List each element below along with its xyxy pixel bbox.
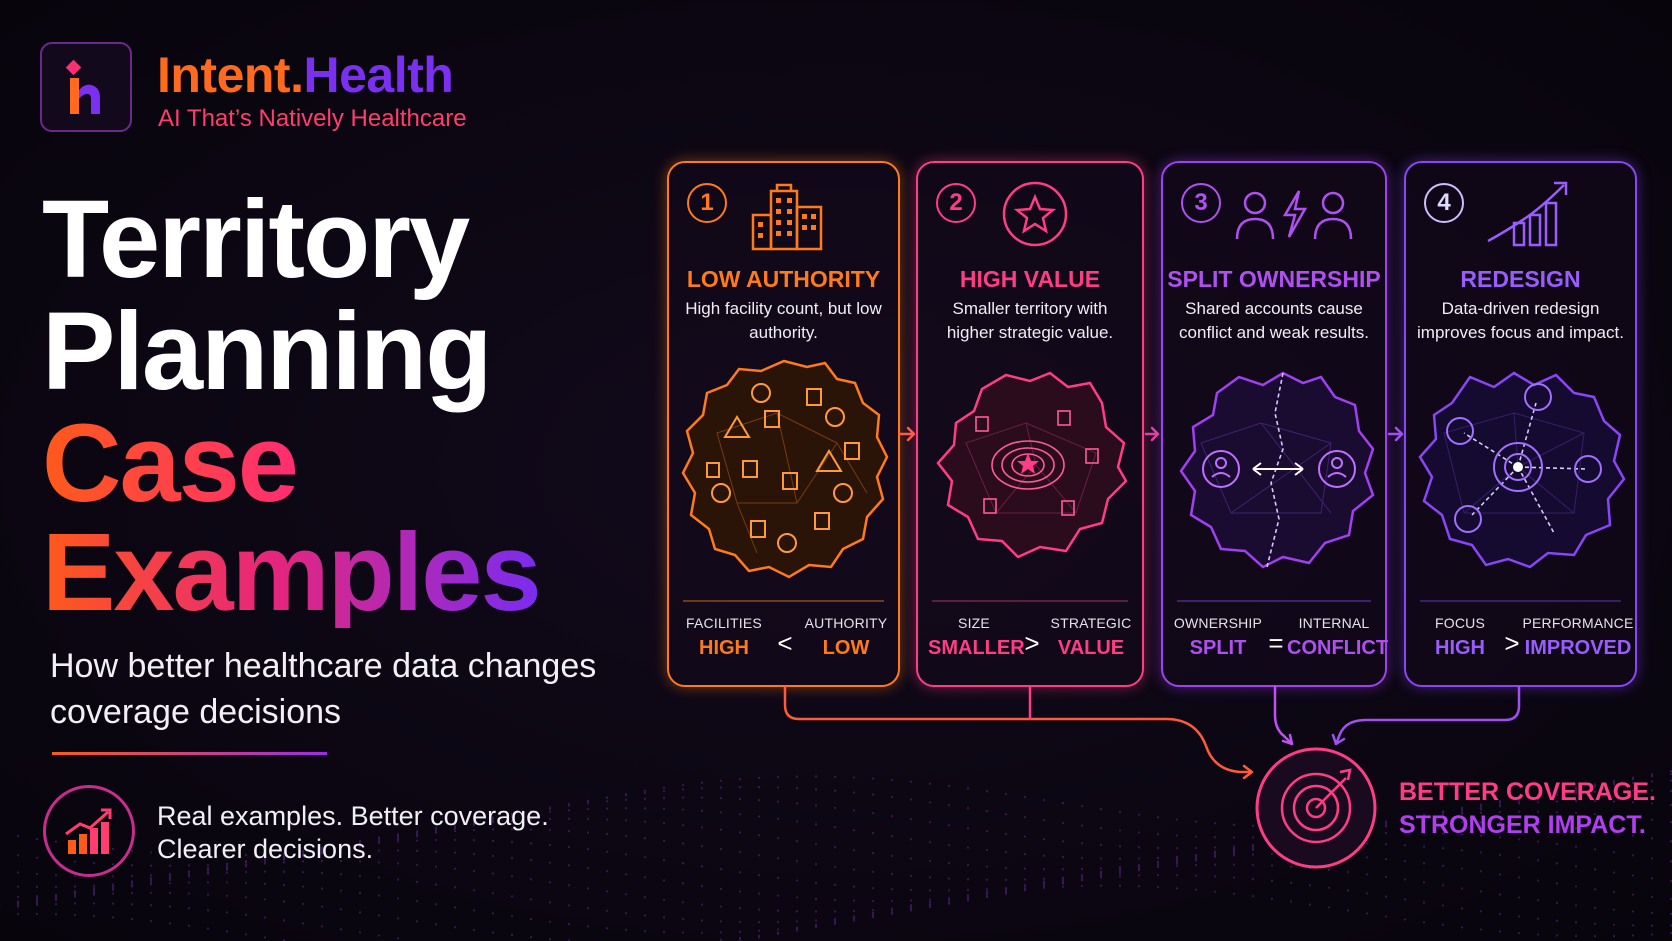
- territory-map: [1179, 371, 1375, 569]
- metric-operator: <: [777, 628, 793, 658]
- case-description: Smaller territory with higher strategic …: [946, 299, 1114, 342]
- logo-box[interactable]: [40, 42, 132, 132]
- card-separator: [683, 600, 884, 602]
- metric-left-value: SPLIT: [1189, 637, 1247, 659]
- case-title: LOW AUTHORITY: [686, 266, 881, 292]
- case-card-high-value[interactable]: 2 HIGH VALUE Smaller territory with high…: [916, 161, 1144, 687]
- metric-right-value: VALUE: [1057, 637, 1125, 659]
- metric-operator: =: [1268, 628, 1284, 658]
- brand-name-part2: Health: [303, 47, 454, 103]
- outcome-line2: STRONGER IMPACT.: [1399, 811, 1646, 839]
- divider: [52, 752, 327, 755]
- metric-right-value: IMPROVED: [1524, 637, 1632, 659]
- brand-tagline: AI That’s Natively Healthcare: [158, 105, 467, 132]
- metric-left: SIZE SMALLER: [928, 615, 1025, 660]
- metric-left: FOCUS HIGH: [1416, 615, 1504, 660]
- case-title: SPLIT OWNERSHIP: [1167, 266, 1381, 292]
- metric-operator: >: [1504, 628, 1520, 658]
- intent-health-logo-icon: [65, 59, 100, 114]
- case-card-low-authority[interactable]: 1 LOW AUTHORITY High facility count, but…: [667, 161, 900, 687]
- page-title-line2: Planning: [42, 290, 492, 413]
- territory-map: [936, 371, 1128, 559]
- case-number-badge: 3: [1181, 183, 1221, 223]
- bar-chart-growth-icon: [65, 808, 112, 854]
- building-icon: [751, 183, 823, 251]
- brand-name-dot: .: [290, 47, 304, 103]
- metric-left-label: FOCUS: [1435, 615, 1485, 631]
- territory-map: [1418, 371, 1626, 569]
- footer-text: Real examples. Better coverage. Clearer …: [157, 800, 549, 866]
- metric-right-value: CONFLICT: [1287, 637, 1389, 659]
- metric-right-label: AUTHORITY: [804, 615, 888, 631]
- page-title-line3: Case: [42, 402, 299, 525]
- footer-chart-badge: [43, 785, 135, 877]
- metric-right: STRATEGIC VALUE: [1046, 615, 1136, 660]
- case-card-split-ownership[interactable]: 3 SPLIT OWNERSHIP Shared accounts cause …: [1161, 161, 1389, 687]
- footer-text-line1: Real examples. Better coverage.: [157, 801, 549, 831]
- growth-chart-icon: [1487, 181, 1568, 247]
- outcome-text: BETTER COVERAGE. STRONGER IMPACT.: [1399, 776, 1656, 842]
- metric-left-value: HIGH: [1435, 637, 1485, 659]
- outcome-line1: BETTER COVERAGE.: [1399, 778, 1656, 806]
- metric-right-label: INTERNAL: [1298, 615, 1370, 631]
- card-separator: [1177, 600, 1371, 602]
- metric-left-label: SIZE: [958, 615, 990, 631]
- case-description: Shared accounts cause conflict and weak …: [1179, 299, 1369, 342]
- case-title: HIGH VALUE: [959, 266, 1101, 292]
- metric-right-value: LOW: [822, 637, 870, 659]
- card-separator: [1420, 600, 1621, 602]
- case-title: REDESIGN: [1460, 266, 1581, 292]
- page-title-line4: Examples: [42, 511, 542, 634]
- brand-name[interactable]: Intent.Health: [157, 46, 454, 104]
- case-description: High facility count, but low authority.: [685, 299, 882, 342]
- metric-right: AUTHORITY LOW: [799, 615, 893, 660]
- case-description: Data-driven redesign improves focus and …: [1417, 299, 1624, 342]
- users-conflict-icon: [1235, 190, 1353, 240]
- case-number-badge: 4: [1424, 183, 1464, 223]
- star-icon: [1002, 181, 1068, 247]
- metric-left: OWNERSHIP SPLIT: [1171, 615, 1265, 660]
- case-card-redesign[interactable]: 4 REDESIGN Data-driven redesign improves…: [1404, 161, 1637, 687]
- metric-left: FACILITIES HIGH: [679, 615, 769, 660]
- metric-right: INTERNAL CONFLICT: [1287, 615, 1389, 660]
- metric-right-label: STRATEGIC: [1050, 615, 1132, 631]
- brand-name-part1: Intent: [157, 47, 291, 103]
- metric-operator: >: [1024, 628, 1040, 658]
- page-subtitle: How better healthcare data changes cover…: [50, 647, 597, 731]
- metric-right: PERFORMANCE IMPROVED: [1522, 615, 1634, 660]
- case-number-badge: 1: [687, 183, 727, 223]
- metric-left-value: HIGH: [699, 637, 749, 659]
- page-title-line1: Territory: [42, 178, 470, 301]
- metric-left-value: SMALLER: [928, 637, 1025, 659]
- territory-map: [681, 359, 889, 579]
- card-separator: [932, 600, 1128, 602]
- metric-left-label: FACILITIES: [686, 615, 762, 631]
- metric-right-label: PERFORMANCE: [1522, 615, 1634, 631]
- footer-text-line2: Clearer decisions.: [157, 834, 374, 864]
- metric-left-label: OWNERSHIP: [1173, 615, 1263, 631]
- case-number-badge: 2: [936, 183, 976, 223]
